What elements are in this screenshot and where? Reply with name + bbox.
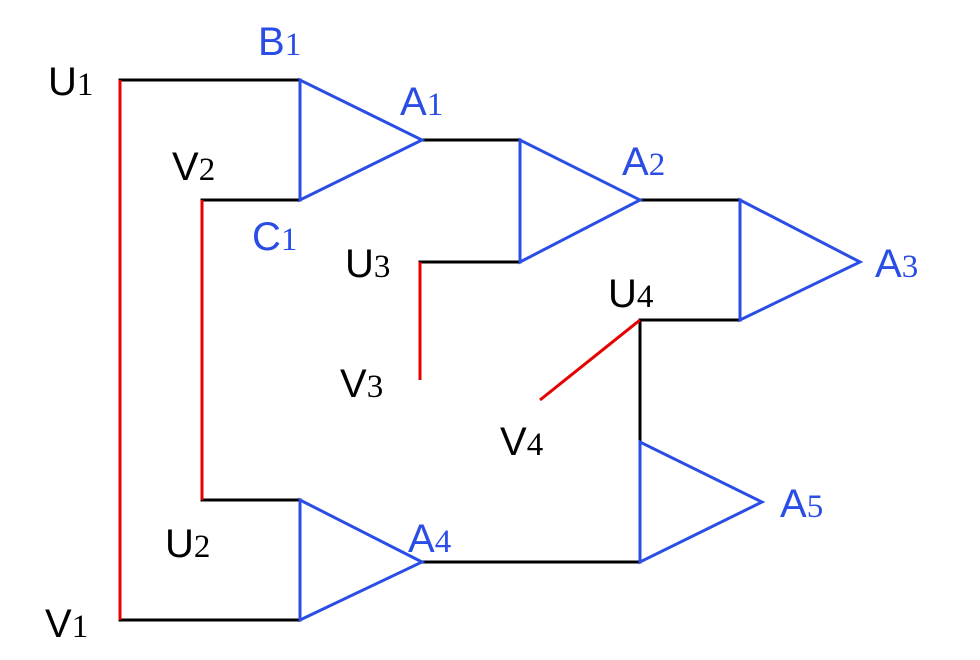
label-u2: U2 xyxy=(165,522,210,566)
label-v1: V1 xyxy=(45,602,88,646)
label-b1: B1 xyxy=(258,20,301,64)
gate-a4-triangle-icon xyxy=(298,497,426,623)
label-a1: A1 xyxy=(400,80,443,124)
gates xyxy=(298,77,864,623)
gate-a2-triangle-icon xyxy=(518,137,644,265)
label-a2: A2 xyxy=(622,140,665,184)
labels: U1 B1 A1 V2 C1 U3 A2 A3 U4 V3 V4 xyxy=(45,20,918,646)
label-c1: C1 xyxy=(252,215,297,259)
label-a4: A4 xyxy=(408,517,451,561)
red-wire-u4-v4 xyxy=(539,318,641,402)
label-v3: V3 xyxy=(340,362,383,406)
red-wires xyxy=(118,80,641,620)
label-a3: A3 xyxy=(875,242,918,286)
label-a5: A5 xyxy=(780,482,823,526)
label-u4: U4 xyxy=(608,272,653,316)
gate-a3-triangle-icon xyxy=(738,197,864,323)
label-v4: V4 xyxy=(500,420,543,464)
label-v2: V2 xyxy=(172,145,215,189)
gate-a1-triangle-icon xyxy=(298,77,426,203)
black-wires xyxy=(118,78,742,622)
gate-a5-triangle-icon xyxy=(638,439,766,565)
label-u3: U3 xyxy=(345,242,390,286)
label-u1: U1 xyxy=(48,60,93,104)
